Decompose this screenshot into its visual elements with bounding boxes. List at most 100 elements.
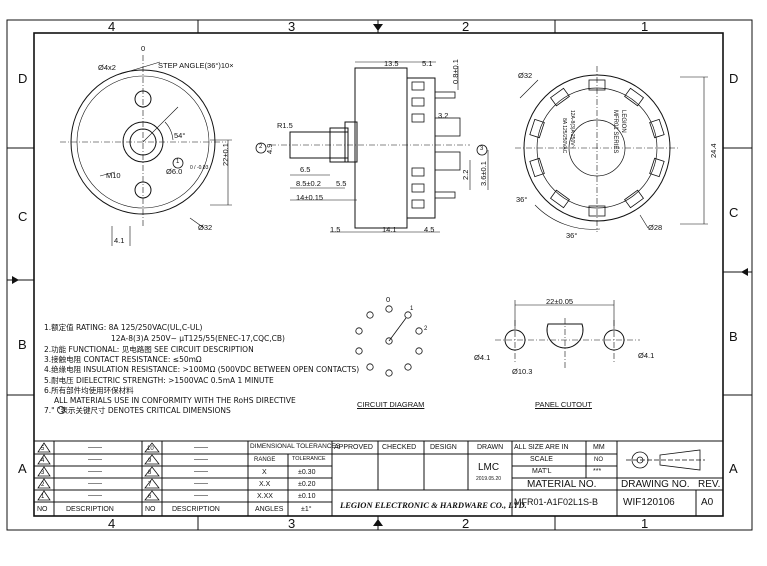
zone-right-C: C bbox=[729, 205, 739, 220]
side-d22: 2.2 bbox=[461, 169, 470, 180]
circuit-title: CIRCUIT DIAGRAM bbox=[357, 400, 425, 409]
rev-row-10: 10 bbox=[147, 446, 154, 452]
rev-row-2: 2 bbox=[41, 482, 45, 488]
col-description-left: DESCRIPTION bbox=[66, 506, 114, 513]
note-3: 3.接触电阻 CONTACT RESISTANCE: ≤50mΩ bbox=[44, 355, 202, 364]
rear-text-rating-2: 8A 125/250VAC bbox=[561, 118, 567, 154]
rev-row-6: 6 bbox=[148, 494, 152, 500]
rear-height: 24.4 bbox=[709, 143, 718, 158]
range-angles: ANGLES bbox=[255, 506, 284, 513]
scale-label: SCALE bbox=[530, 456, 553, 463]
col-no-right: NO bbox=[145, 506, 156, 513]
front-width: 22±0.1 bbox=[221, 143, 230, 166]
drawn-header: DRAWN bbox=[477, 444, 504, 451]
side-d141: 14.1 bbox=[382, 225, 397, 234]
zone-bottom-4: 4 bbox=[108, 516, 116, 531]
rev-value: A0 bbox=[701, 497, 714, 508]
tol-xx: ±0.20 bbox=[298, 481, 316, 488]
dim-tolerances-header: DIMENSIONAL TOLERANCES bbox=[250, 443, 341, 450]
rev-dash-9: —— bbox=[194, 480, 208, 487]
tol-xxx: ±0.10 bbox=[298, 493, 316, 500]
side-d14: 14±0.15 bbox=[296, 193, 324, 202]
rear-angle-2: 36° bbox=[566, 231, 578, 240]
side-d32: 3.2 bbox=[438, 111, 449, 120]
circuit-diagram bbox=[355, 305, 423, 377]
zone-top-4: 4 bbox=[108, 19, 116, 34]
side-d65: 6.5 bbox=[300, 165, 311, 174]
circuit-node-0: 0 bbox=[386, 295, 391, 304]
rev-dash-8: —— bbox=[194, 468, 208, 475]
front-critical-mark: 1 bbox=[176, 159, 180, 165]
note-5: 5.耐电压 DIELECTRIC STRENGTH: >1500VAC 0.5m… bbox=[44, 376, 274, 385]
side-d36: 3.6±0.1 bbox=[479, 161, 488, 186]
rear-view bbox=[515, 66, 708, 232]
side-d49: 4.9 bbox=[265, 143, 274, 154]
rev-dash-5: —— bbox=[88, 492, 102, 499]
side-d15: 1.5 bbox=[330, 225, 341, 234]
rev-label: REV. bbox=[698, 479, 721, 490]
matl-label: MAT'L bbox=[532, 468, 552, 475]
tol-x: ±0.30 bbox=[298, 469, 316, 476]
zone-right-A: A bbox=[729, 461, 738, 476]
zone-top-1: 1 bbox=[641, 19, 649, 34]
col-no-left: NO bbox=[37, 506, 48, 513]
projection-symbol bbox=[626, 449, 705, 471]
zone-right-D: D bbox=[729, 71, 739, 86]
col-description-right: DESCRIPTION bbox=[172, 506, 220, 513]
side-critical-3: 3 bbox=[480, 146, 484, 152]
side-d51: 5.1 bbox=[422, 59, 433, 68]
front-step-label: STEP ANGLE(36°)10× bbox=[158, 61, 234, 70]
note-6: 6.所有部件均使用环保材料 bbox=[44, 386, 134, 395]
zone-left-D: D bbox=[18, 71, 28, 86]
rev-row-3: 3 bbox=[41, 470, 45, 476]
rev-dash-10: —— bbox=[194, 492, 208, 499]
note-7: 7." "表示关键尺寸 DENOTES CRITICAL DIMENSIONS bbox=[44, 406, 231, 415]
circuit-node-1: 1 bbox=[410, 306, 414, 312]
zone-right-B: B bbox=[729, 329, 738, 344]
all-size-label: ALL SIZE ARE IN bbox=[514, 444, 569, 451]
rear-text-brand: LEGION bbox=[620, 110, 626, 133]
front-diameter: Ø32 bbox=[198, 223, 213, 232]
circuit-node-2: 2 bbox=[424, 326, 428, 332]
tolerance-header: TOLERANCE bbox=[292, 456, 326, 462]
units-value: MM bbox=[593, 444, 605, 451]
rear-pin-circle: Ø28 bbox=[648, 223, 663, 232]
range-xxx: X.XX bbox=[257, 493, 273, 500]
range-header: RANGE bbox=[254, 457, 276, 463]
drawing-no-value: WIF120106 bbox=[623, 497, 675, 508]
panel-hole-right: Ø4.1 bbox=[638, 351, 655, 360]
rear-diameter: Ø32 bbox=[518, 71, 533, 80]
front-bore-tol: 0 / -0.03 bbox=[190, 165, 209, 171]
rear-text-series: MFR01 SERIES bbox=[612, 110, 618, 154]
outer-frame bbox=[6, 19, 753, 531]
drawn-date: 2019.05.20 bbox=[476, 476, 502, 482]
zone-bottom-2: 2 bbox=[462, 516, 470, 531]
range-x: X bbox=[262, 469, 267, 476]
rev-dash-7: —— bbox=[194, 456, 208, 463]
front-bore: Ø6.0 bbox=[166, 167, 183, 176]
note-4: 4.绝缘电阻 INSULATION RESISTANCE: >100MΩ (50… bbox=[44, 365, 360, 374]
zone-left-A: A bbox=[18, 461, 27, 476]
side-d08: 0.8±0.1 bbox=[451, 59, 460, 84]
rev-row-5: 5 bbox=[41, 446, 45, 452]
front-thread: M10 bbox=[106, 171, 121, 180]
checked-header: CHECKED bbox=[382, 444, 417, 451]
rev-row-4: 4 bbox=[41, 458, 45, 464]
front-angle: 54° bbox=[174, 131, 186, 140]
side-critical-2: 2 bbox=[259, 144, 263, 150]
panel-center: Ø10.3 bbox=[512, 367, 533, 376]
drawing-no-label: DRAWING NO. bbox=[621, 479, 690, 490]
side-d135: 13.5 bbox=[384, 59, 399, 68]
panel-title: PANEL CUTOUT bbox=[535, 400, 592, 409]
rev-row-1: 1 bbox=[41, 494, 45, 500]
side-r15: R1.5 bbox=[277, 121, 293, 130]
scale-value: NO bbox=[594, 457, 603, 463]
front-hole-label: Ø4x2 bbox=[98, 63, 116, 72]
side-d45: 4.5 bbox=[424, 225, 435, 234]
rev-dash-3: —— bbox=[88, 468, 102, 475]
zone-left-B: B bbox=[18, 337, 27, 352]
design-header: DESIGN bbox=[430, 444, 457, 451]
side-view bbox=[255, 61, 489, 233]
company-name: LEGION ELECTRONIC & HARDWARE CO., LTD. bbox=[340, 500, 527, 510]
